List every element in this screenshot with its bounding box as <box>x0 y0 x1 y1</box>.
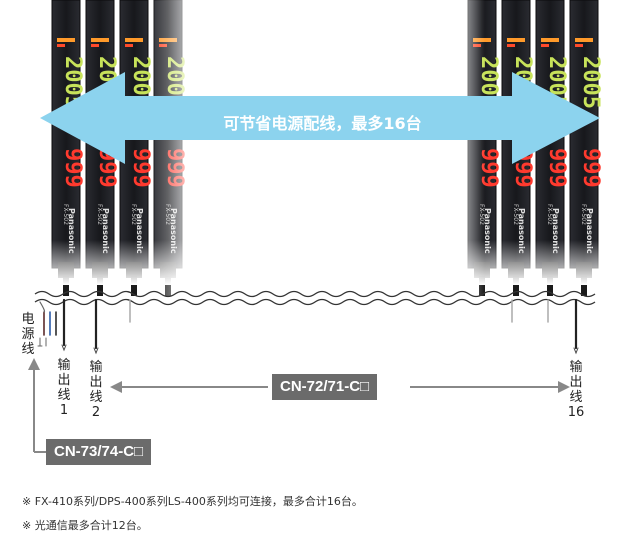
cn72-tag: CN-72/71-C□ <box>272 374 378 400</box>
label-char: 出 <box>89 375 103 390</box>
cn72-span-arrow <box>110 381 570 393</box>
label-char: 2 <box>91 405 101 420</box>
note-1: ※ FX-410系列/DPS-400系列LS-400系列均可连接，最多合计16台… <box>22 495 363 508</box>
model-text: FX-502 <box>512 204 519 225</box>
brand-text: Panasonic <box>551 208 560 254</box>
brand-text: Panasonic <box>135 208 144 254</box>
banner-label: 可节省电源配线，最多16台 <box>223 114 422 133</box>
break-line-bottom <box>34 298 596 306</box>
banner-arrow <box>40 72 600 164</box>
label-char: 输 <box>569 360 583 375</box>
cables <box>37 298 579 355</box>
label-char: 源 <box>21 327 35 342</box>
red-display: 999 <box>578 148 603 188</box>
output2-label: 输 出 线 2 <box>86 360 106 420</box>
label-char: 线 <box>57 388 71 403</box>
model-text: FX-502 <box>130 204 137 225</box>
break-line-top <box>34 290 596 298</box>
label-char: 输 <box>57 358 71 373</box>
label-char: 出 <box>569 375 583 390</box>
label-char: 线 <box>89 390 103 405</box>
model-text: FX-502 <box>62 204 69 225</box>
red-display: 999 <box>544 148 569 188</box>
label-char: 1 <box>59 403 69 418</box>
label-char: 16 <box>567 405 585 420</box>
cn73-tag: CN-73/74-C□ <box>46 439 152 465</box>
green-display: 2005 <box>578 56 603 109</box>
output1-label: 输 出 线 1 <box>54 358 74 418</box>
label-char: 线 <box>569 390 583 405</box>
label-char: 出 <box>57 373 71 388</box>
label-char: 电 <box>21 312 35 327</box>
model-text: FX-502 <box>96 204 103 225</box>
red-display: 999 <box>128 148 153 188</box>
label-char: 线 <box>21 342 35 357</box>
label-char: 输 <box>89 360 103 375</box>
brand-text: Panasonic <box>517 208 526 254</box>
brand-text: Panasonic <box>483 208 492 254</box>
fade-bottom <box>40 240 610 285</box>
red-display: 999 <box>60 148 85 188</box>
model-text: FX-502 <box>580 204 587 225</box>
cn73-bracket <box>28 358 46 453</box>
brand-text: Panasonic <box>101 208 110 254</box>
brand-text: Panasonic <box>585 208 594 254</box>
output16-label: 输 出 线 16 <box>566 360 586 420</box>
brand-text: Panasonic <box>67 208 76 254</box>
model-text: FX-502 <box>546 204 553 225</box>
power-line-label: 电 源 线 <box>18 312 38 357</box>
note-2: ※ 光通信最多合计12台。 <box>22 519 148 532</box>
